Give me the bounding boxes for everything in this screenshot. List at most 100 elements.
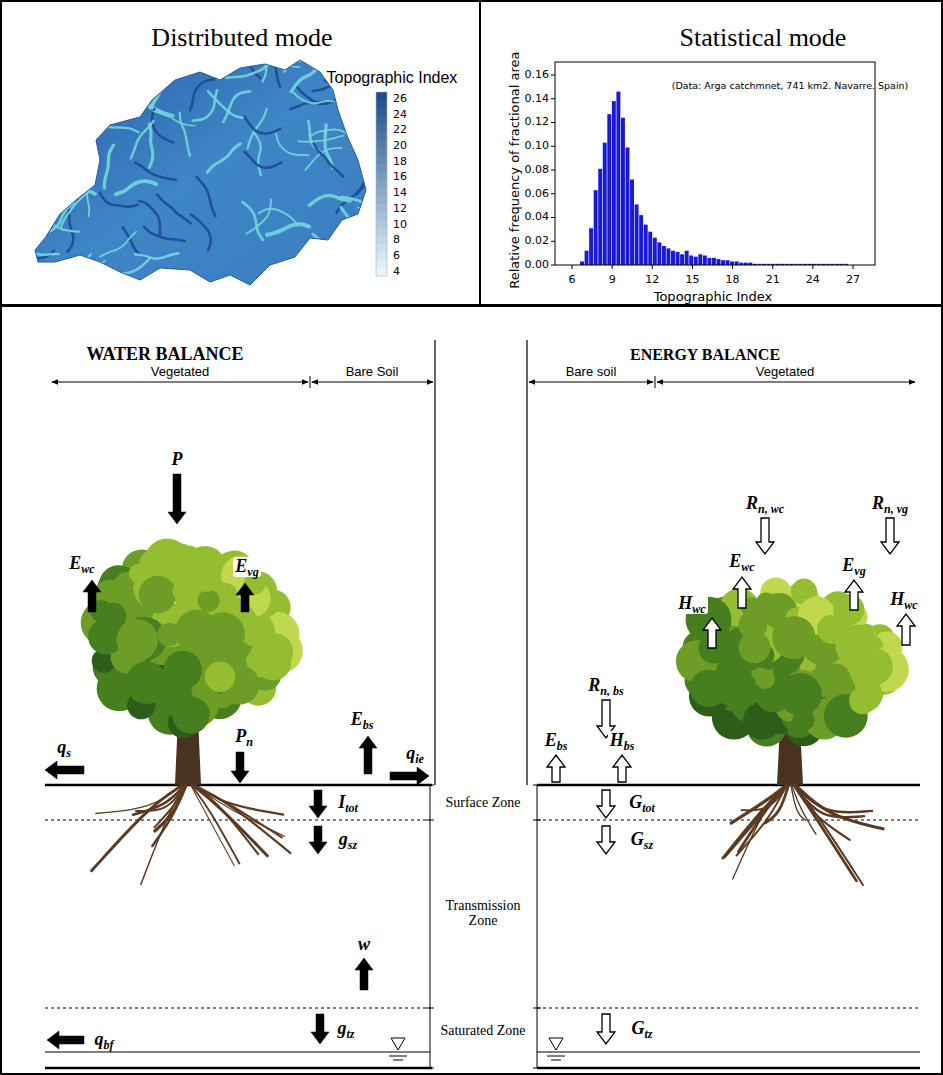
flux-symbol: Rn, vg <box>870 494 910 514</box>
valley-stroke <box>104 145 113 188</box>
panel-title: Distributed mode <box>151 23 332 53</box>
dimension-line <box>52 382 308 383</box>
histogram-bar <box>735 261 739 265</box>
colorbar-step <box>376 124 387 132</box>
valley-stroke <box>313 86 356 92</box>
flux-arrow <box>597 790 615 818</box>
tree-foliage <box>173 562 194 583</box>
histogram-bar <box>689 256 693 266</box>
valley-stroke <box>331 83 365 108</box>
colorbar-frame <box>376 92 387 276</box>
flux-arrow <box>845 580 863 610</box>
flux-arrow <box>355 958 373 990</box>
tick-mark <box>692 265 693 269</box>
histogram-bar <box>626 147 630 265</box>
dimension-line <box>312 382 433 383</box>
flux-arrow <box>309 790 327 818</box>
ground-line <box>45 784 432 787</box>
x-axis-title: Topographic Index <box>654 290 773 304</box>
valley-stroke <box>309 259 347 280</box>
tick-mark <box>612 265 613 269</box>
flux-symbol: Pn <box>233 727 255 747</box>
colorbar-step <box>376 180 387 188</box>
tree-root <box>192 785 258 854</box>
zone-bracket <box>430 785 431 1068</box>
colorbar-step <box>376 212 387 220</box>
x-tick: 9 <box>609 274 616 286</box>
valley-stroke <box>20 240 59 255</box>
valley-stroke <box>180 113 190 156</box>
tick-mark <box>572 265 573 269</box>
valley-stroke <box>256 60 300 67</box>
cover-label: Bare Soil <box>346 365 399 379</box>
valley-stroke <box>305 148 341 170</box>
colorbar-tick: 22 <box>393 124 407 136</box>
histogram-bar <box>580 261 584 265</box>
colorbar-step <box>376 244 387 252</box>
zone-bracket-tick <box>426 1068 434 1069</box>
cover-label: Vegetated <box>756 365 815 379</box>
histogram-bar <box>644 225 648 265</box>
tree-foliage <box>817 615 846 644</box>
colorbar <box>376 92 387 276</box>
flux-arrow <box>613 755 631 782</box>
x-tick: 15 <box>685 274 699 286</box>
flux-arrow <box>390 767 429 785</box>
tree-foliage <box>690 670 727 707</box>
valley-stroke <box>248 109 267 149</box>
valley-stroke <box>320 54 362 67</box>
valley-stroke <box>131 121 154 159</box>
flux-symbol: Hwc <box>676 594 707 614</box>
histogram-bar <box>648 232 652 265</box>
valley-stroke <box>56 71 68 112</box>
plot-frame <box>555 62 875 265</box>
flux-arrow <box>231 752 249 783</box>
colorbar-tick: 26 <box>393 93 407 105</box>
histogram-bar <box>612 101 616 265</box>
valley-stroke <box>110 258 150 273</box>
histogram-bar <box>730 261 734 265</box>
valley-stroke <box>77 272 90 315</box>
divider-line <box>434 340 435 785</box>
flux-arrow <box>309 826 327 854</box>
histogram-bar <box>721 260 725 265</box>
valley-stroke <box>329 240 341 281</box>
tree-foliage <box>198 590 220 612</box>
flux-symbol: Ewc <box>727 552 756 572</box>
zone-bracket-tick <box>426 1008 434 1009</box>
flux-symbol: Gtot <box>627 793 657 813</box>
tick-mark <box>551 170 555 171</box>
tree-foliage <box>748 709 772 733</box>
colorbar-step <box>376 132 387 140</box>
y-tick: 0.14 <box>525 93 550 105</box>
flux-symbol: Gtz <box>629 1019 654 1039</box>
colorbar-step <box>376 204 387 212</box>
valley-stroke <box>100 232 136 257</box>
flux-arrow <box>236 583 254 612</box>
valley-stroke <box>58 272 93 296</box>
valley-stroke <box>244 117 280 134</box>
colorbar-tick: 20 <box>393 140 407 152</box>
water-table-symbol <box>551 1060 561 1061</box>
panel-title: Statistical mode <box>680 23 847 53</box>
tree-foliage <box>849 687 876 714</box>
layer-boundary <box>45 1007 430 1008</box>
valley-stroke <box>85 261 105 300</box>
tick-mark <box>652 265 653 269</box>
y-tick: 0.10 <box>525 140 550 152</box>
colorbar-tick: 18 <box>393 156 407 168</box>
valley-stroke <box>35 185 47 227</box>
tree-foliage <box>116 619 157 660</box>
colorbar-step <box>376 196 387 204</box>
tree-foliage <box>739 632 771 664</box>
tree-foliage <box>172 581 192 601</box>
tree-foliage <box>772 616 815 659</box>
histogram-bar <box>676 252 680 265</box>
dimension-tick <box>655 376 656 388</box>
colorbar-step <box>376 260 387 268</box>
y-tick: 0.16 <box>525 69 550 81</box>
tick-mark <box>551 265 555 266</box>
flux-arrow <box>168 474 186 524</box>
flux-arrow <box>733 577 751 608</box>
flux-symbol: Evg <box>840 556 867 576</box>
